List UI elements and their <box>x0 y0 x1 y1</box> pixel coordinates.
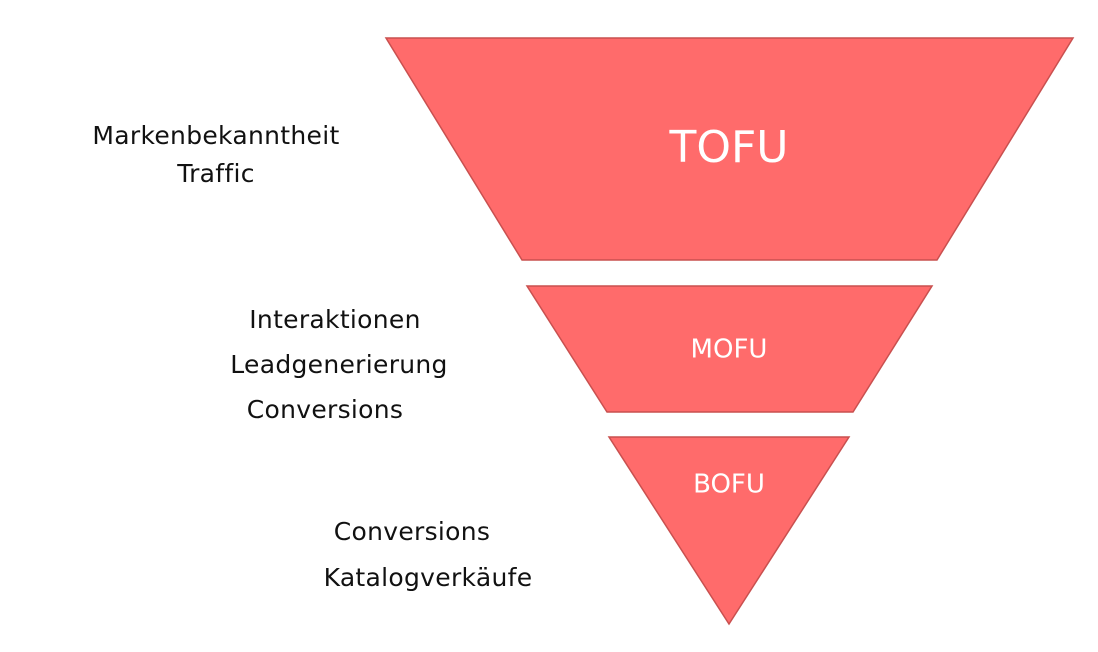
mofu-description-3: Conversions <box>246 395 404 424</box>
mofu-description-1: Interaktionen <box>249 305 421 334</box>
bofu-description-1: Conversions <box>333 517 491 546</box>
tofu-description-1: Markenbekanntheit <box>92 121 340 150</box>
tofu-segment <box>384 37 1075 261</box>
bofu-label: BOFU <box>693 470 765 500</box>
mofu-label: MOFU <box>691 335 768 365</box>
tofu-description-2: Traffic <box>177 159 255 188</box>
bofu-segment <box>607 436 851 626</box>
mofu-segment <box>525 285 934 413</box>
bofu-description-2: Katalogverkäufe <box>323 563 533 592</box>
mofu-description-2: Leadgenerierung <box>230 350 448 379</box>
tofu-label: TOFU <box>668 122 788 173</box>
